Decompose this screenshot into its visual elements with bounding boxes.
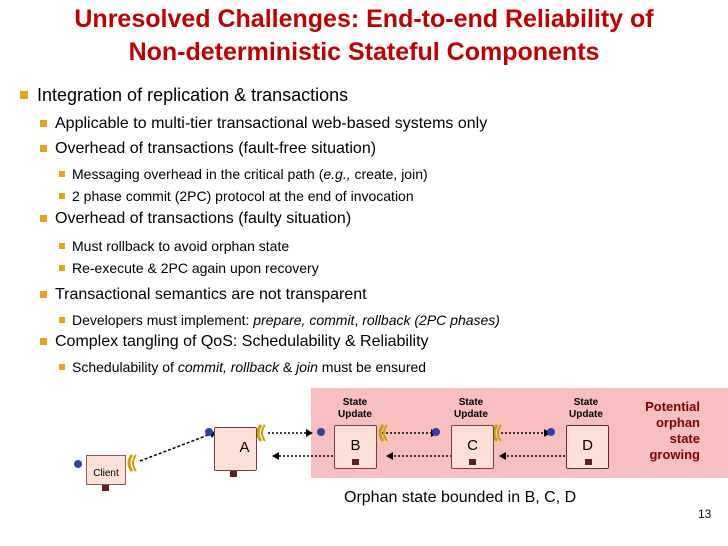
bullet-text: Complex tangling of QoS: Schedulability … xyxy=(55,333,429,350)
state-update-line1: State xyxy=(458,397,484,408)
bullet-text-mid: & xyxy=(278,359,297,375)
c-facet-icon xyxy=(432,428,440,436)
bullet-square-icon xyxy=(40,120,47,127)
bullet-text-post: must be ensured xyxy=(317,359,427,375)
bullet-text-em: prepare, commit xyxy=(253,312,355,328)
client-port-icon xyxy=(102,485,109,491)
bullet-text-pre: Developers must implement: xyxy=(72,312,254,328)
bullet-text: Must rollback to avoid orphan state xyxy=(72,238,290,254)
arrowhead-icon xyxy=(499,452,506,460)
receptacle-icon xyxy=(127,454,134,472)
receptacle-icon xyxy=(261,424,266,442)
node-a-label: A xyxy=(239,439,250,456)
receptacle-icon xyxy=(378,424,385,442)
bullet-square-icon xyxy=(59,317,65,323)
bullet-text-pre: Messaging overhead in the critical path … xyxy=(72,166,324,182)
potential-line: orphan xyxy=(655,415,700,430)
bullet-text-post: create, join) xyxy=(350,166,428,182)
bullet-square-icon xyxy=(20,91,28,99)
potential-orphan-label: Potential orphan state growing xyxy=(636,399,700,463)
receptacle-icon xyxy=(383,424,388,442)
node-a: A xyxy=(214,427,257,471)
receptacle-icon xyxy=(497,424,502,442)
state-update-line1: State xyxy=(342,397,368,408)
bullet-square-icon xyxy=(59,265,65,271)
bullet-square-icon xyxy=(40,291,47,298)
bullet-square-icon xyxy=(59,243,65,249)
bullet-2pc: 2 phase commit (2PC) protocol at the end… xyxy=(59,188,414,204)
title-line-1: Unresolved Challenges: End-to-end Reliab… xyxy=(74,5,654,33)
bullet-text-em: rollback (2PC phases) xyxy=(362,312,500,328)
bullet-text: Overhead of transactions (faulty situati… xyxy=(55,210,352,227)
bullet-square-icon xyxy=(59,193,65,199)
state-update-line2: Update xyxy=(338,409,372,420)
state-update-d: State Update xyxy=(561,397,611,421)
bullet-messaging-overhead: Messaging overhead in the critical path … xyxy=(59,166,428,182)
potential-line: Potential xyxy=(645,399,700,414)
bullet-tangling: Complex tangling of QoS: Schedulability … xyxy=(40,333,429,351)
bullet-square-icon xyxy=(59,171,65,177)
bullet-text-mid: , xyxy=(354,312,363,328)
state-update-c: State Update xyxy=(446,397,496,421)
bullet-applicable: Applicable to multi-tier transactional w… xyxy=(40,115,488,133)
bullet-schedulability: Schedulability of commit, rollback & joi… xyxy=(59,359,427,375)
state-update-line2: Update xyxy=(454,409,488,420)
page-number: 13 xyxy=(698,507,712,521)
b-facet-icon xyxy=(317,428,325,436)
bullet-text-pre: Schedulability of xyxy=(72,359,178,375)
c-port-icon xyxy=(469,459,476,465)
bullet-text: Integration of replication & transaction… xyxy=(37,85,349,105)
receptacle-icon xyxy=(132,454,137,472)
b-port-icon xyxy=(352,459,359,465)
arrowhead-icon xyxy=(386,452,393,460)
potential-line: growing xyxy=(649,447,700,462)
bullet-text-em: commit, rollback xyxy=(177,359,279,375)
client-label: Client xyxy=(93,468,119,479)
bullet-rollback: Must rollback to avoid orphan state xyxy=(59,238,290,254)
bullet-text-em: e.g., xyxy=(323,166,351,182)
arrowhead-icon xyxy=(272,452,279,460)
bullet-square-icon xyxy=(40,145,47,152)
bullet-semantics: Transactional semantics are not transpar… xyxy=(40,286,367,304)
bullet-square-icon xyxy=(40,338,47,345)
a-port-icon xyxy=(230,471,237,477)
state-update-b: State Update xyxy=(330,397,380,421)
state-update-line1: State xyxy=(573,397,599,408)
bullet-text: Overhead of transactions (fault-free sit… xyxy=(55,140,377,157)
client-to-a-link xyxy=(139,431,217,462)
client-node: Client xyxy=(86,455,126,485)
bullet-text: Applicable to multi-tier transactional w… xyxy=(55,115,488,132)
bullet-text: Re-execute & 2PC again upon recovery xyxy=(72,260,319,276)
receptacle-icon xyxy=(492,424,499,442)
client-facet-icon xyxy=(74,460,82,468)
bullet-text: Transactional semantics are not transpar… xyxy=(55,286,367,303)
bullet-re-execute: Re-execute & 2PC again upon recovery xyxy=(59,260,319,276)
d-facet-icon xyxy=(547,428,555,436)
bullet-developers: Developers must implement: prepare, comm… xyxy=(59,312,500,328)
bullet-text-em: join xyxy=(296,359,318,375)
a-facet-icon xyxy=(205,428,213,436)
bullet-text: 2 phase commit (2PC) protocol at the end… xyxy=(72,188,414,204)
bullet-overhead-fault-free: Overhead of transactions (fault-free sit… xyxy=(40,140,377,158)
orphan-caption: Orphan state bounded in B, C, D xyxy=(344,489,577,506)
receptacle-icon xyxy=(256,424,263,442)
state-update-line2: Update xyxy=(569,409,603,420)
node-d-label: D xyxy=(582,437,593,454)
bullet-overhead-faulty: Overhead of transactions (faulty situati… xyxy=(40,210,352,228)
node-b-label: B xyxy=(350,437,361,454)
bullet-integration: Integration of replication & transaction… xyxy=(20,85,349,106)
arrowhead-icon xyxy=(306,429,313,437)
bullet-square-icon xyxy=(59,364,65,370)
bullet-square-icon xyxy=(40,215,47,222)
node-c-label: C xyxy=(467,437,478,454)
d-port-icon xyxy=(585,459,592,465)
potential-line: state xyxy=(669,431,700,446)
title-line-2: Non-deterministic Stateful Components xyxy=(128,38,600,66)
